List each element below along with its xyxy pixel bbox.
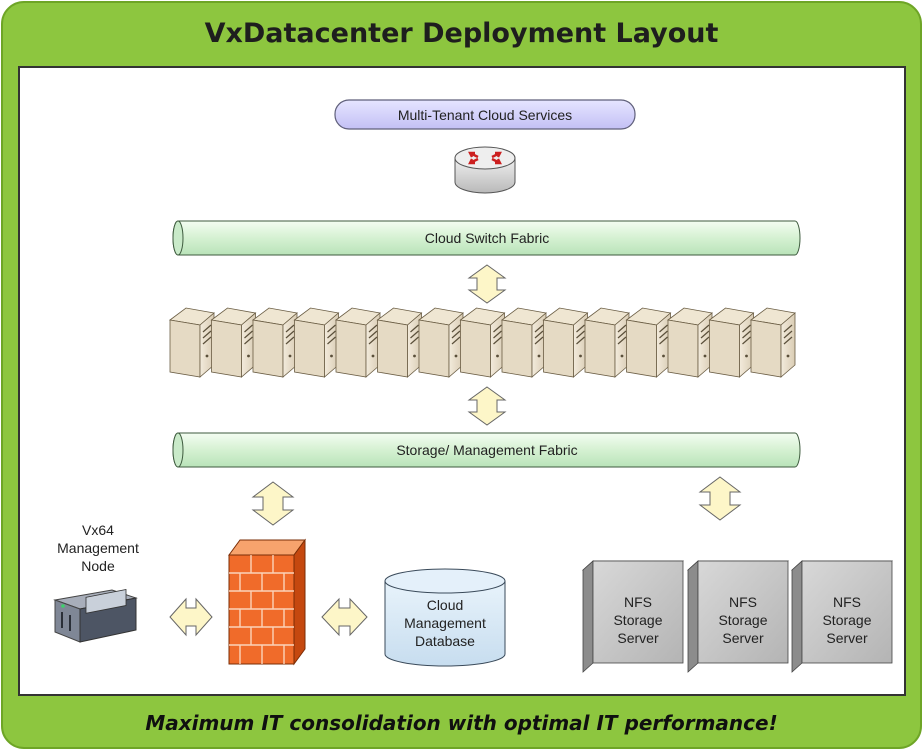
server-icon [501, 307, 547, 378]
double-arrow-icon [321, 597, 368, 637]
management-node-label: Vx64 Management Node [57, 522, 139, 574]
nfs-server-label: Server [826, 630, 868, 646]
double-arrow-icon [169, 597, 213, 637]
server-icon [169, 307, 215, 378]
database-label-line1: Cloud [427, 597, 464, 613]
server-icon [667, 307, 713, 378]
cloud-switch-fabric-label: Cloud Switch Fabric [425, 230, 550, 246]
nfs-server-label: NFS [729, 594, 757, 610]
server-icon [708, 307, 755, 378]
svg-text:Vx64: Vx64 [82, 522, 114, 538]
server-icon [210, 307, 257, 378]
nfs-server-label: Storage [718, 612, 767, 628]
storage-fabric-label: Storage/ Management Fabric [396, 442, 577, 458]
double-arrow-icon [467, 386, 507, 426]
server-icon [376, 307, 423, 378]
nfs-server-label: Storage [613, 612, 662, 628]
server-icon [252, 307, 298, 378]
nfs-server-label: Storage [822, 612, 871, 628]
server-icon [293, 307, 340, 378]
svg-text:Node: Node [81, 558, 115, 574]
database-icon: Cloud Management Database [384, 568, 506, 667]
nfs-server-label: Server [722, 630, 764, 646]
router-icon [454, 146, 516, 194]
cloud-switch-fabric: Cloud Switch Fabric [172, 220, 801, 256]
firewall-icon [228, 538, 306, 666]
server-row [169, 307, 796, 378]
server-icon [750, 307, 796, 378]
database-label-line3: Database [415, 633, 475, 649]
cloud-services-label: Multi-Tenant Cloud Services [398, 107, 572, 123]
double-arrow-icon [251, 481, 295, 526]
svg-text:Management: Management [57, 540, 139, 556]
nfs-server-label: NFS [833, 594, 861, 610]
server-icon [418, 307, 464, 378]
double-arrow-icon [698, 476, 742, 521]
server-icon [335, 307, 381, 378]
server-icon [625, 307, 672, 378]
nfs-server-label: NFS [624, 594, 652, 610]
management-node-icon [53, 589, 138, 643]
nfs-server-label: Server [617, 630, 659, 646]
double-arrow-icon [467, 264, 507, 304]
server-icon [459, 307, 506, 378]
server-icon [584, 307, 630, 378]
footer-tagline: Maximum IT consolidation with optimal IT… [145, 711, 778, 735]
cloud-services-node: Multi-Tenant Cloud Services [334, 99, 636, 130]
page-title: VxDatacenter Deployment Layout [204, 18, 719, 49]
storage-management-fabric: Storage/ Management Fabric [172, 432, 801, 468]
database-label-line2: Management [404, 615, 486, 631]
server-icon [542, 307, 589, 378]
